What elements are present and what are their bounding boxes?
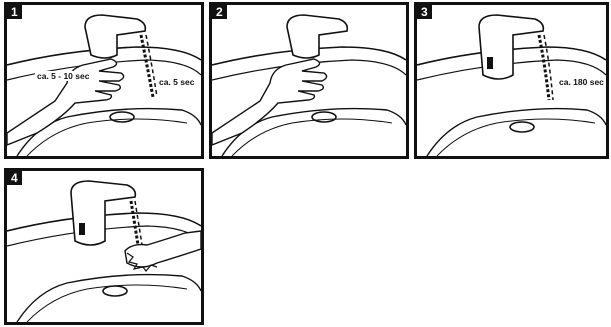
step-4-illustration (7, 171, 201, 322)
step-number: 1 (7, 5, 22, 19)
drain-icon (510, 122, 534, 132)
step-1-panel: 1 ca. 5 - 10 sec ca. 5 sec (4, 2, 204, 159)
hand-icon (212, 59, 327, 145)
step-number: 3 (417, 5, 432, 19)
step-4-panel: 4 (4, 168, 204, 325)
drain-icon (103, 286, 127, 296)
callout-label: ca. 180 sec (557, 77, 606, 87)
sensor-icon (487, 57, 493, 69)
sensor-icon (79, 223, 85, 235)
step-3-panel: 3 ca. 180 sec (414, 2, 609, 159)
callout-label: ca. 5 - 10 sec (35, 71, 91, 81)
drain-icon (110, 112, 134, 122)
step-number: 2 (212, 5, 227, 19)
water-stream-icon (539, 35, 549, 100)
faucet-icon (85, 15, 145, 58)
step-number: 4 (7, 171, 22, 185)
callout-label: ca. 5 sec (157, 77, 196, 87)
step-2-panel: 2 (209, 2, 409, 159)
step-2-illustration (212, 5, 406, 156)
drain-icon (312, 112, 336, 122)
faucet-icon (287, 15, 347, 58)
